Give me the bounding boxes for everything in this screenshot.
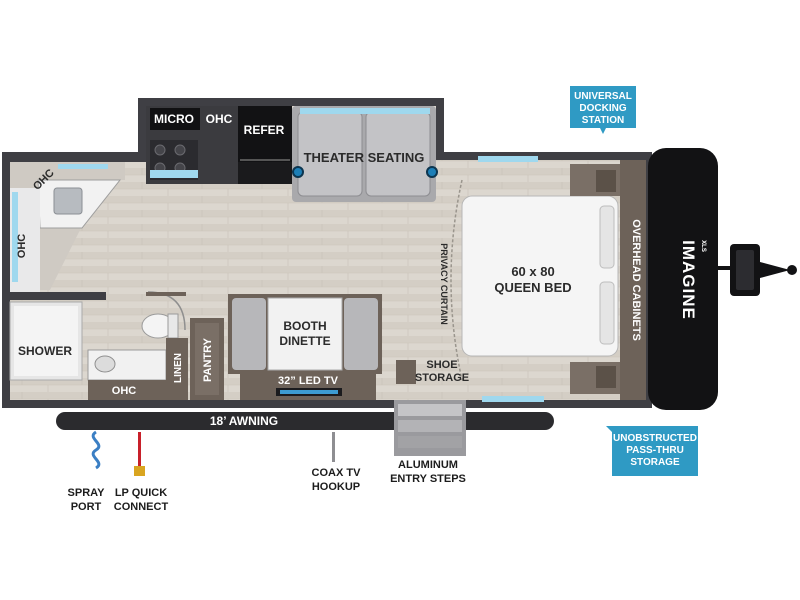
label-storage: STORAGE	[415, 372, 469, 384]
label-overhead-cabinets: OVERHEAD CABINETS	[630, 219, 642, 341]
label-refer: REFER	[244, 123, 285, 137]
label-pass-thru: PASS-THRU	[626, 445, 684, 456]
label-booth: BOOTH	[283, 319, 326, 333]
brand-sub: XLS	[700, 240, 706, 252]
label-dinette: DINETTE	[279, 334, 330, 348]
label-queen-bed: QUEEN BED	[494, 280, 571, 295]
front-cap: IMAGINE XLS	[648, 148, 797, 410]
brand-logo: IMAGINE	[679, 240, 698, 320]
label-ohc-bath-side: OHC	[16, 234, 28, 259]
label-bed-size: 60 x 80	[511, 264, 554, 279]
label-ohc-sink: OHC	[112, 385, 137, 397]
label-unobstructed: UNOBSTRUCTED	[613, 433, 697, 444]
label-aluminum: ALUMINUM	[398, 459, 458, 471]
label-hookup: HOOKUP	[312, 481, 360, 493]
label-micro: MICRO	[154, 112, 194, 126]
label-entry-steps: ENTRY STEPS	[390, 473, 466, 485]
label-theater-seating: THEATER SEATING	[304, 150, 425, 165]
label-ohc-kitchen: OHC	[206, 112, 233, 126]
hookups	[91, 430, 335, 476]
label-coax: COAX TV	[312, 467, 362, 479]
label-awning: 18’ AWNING	[210, 414, 278, 428]
awning-and-entry	[56, 400, 554, 456]
label-pantry: PANTRY	[202, 337, 214, 382]
labels: MICRO OHC REFER THEATER SEATING OHC OHC …	[16, 91, 697, 513]
label-shoe: SHOE	[426, 359, 457, 371]
label-shower: SHOWER	[18, 344, 72, 358]
kitchen	[146, 106, 292, 184]
theater-seating	[292, 106, 438, 202]
label-universal: UNIVERSAL	[574, 91, 632, 102]
label-port: PORT	[71, 501, 102, 513]
label-pass-storage: STORAGE	[630, 457, 680, 468]
callouts	[570, 86, 698, 476]
label-lp-quick: LP QUICK	[115, 487, 167, 499]
bedroom	[396, 156, 646, 402]
label-station: STATION	[582, 115, 624, 126]
label-linen: LINEN	[173, 353, 184, 383]
bathroom	[9, 162, 224, 400]
label-connect: CONNECT	[114, 501, 169, 513]
booth-dinette	[228, 294, 382, 400]
label-docking: DOCKING	[579, 103, 626, 114]
label-spray: SPRAY	[68, 487, 106, 499]
label-led-tv: 32” LED TV	[278, 375, 339, 387]
label-privacy-curtain: PRIVACY CURTAIN	[439, 243, 449, 325]
